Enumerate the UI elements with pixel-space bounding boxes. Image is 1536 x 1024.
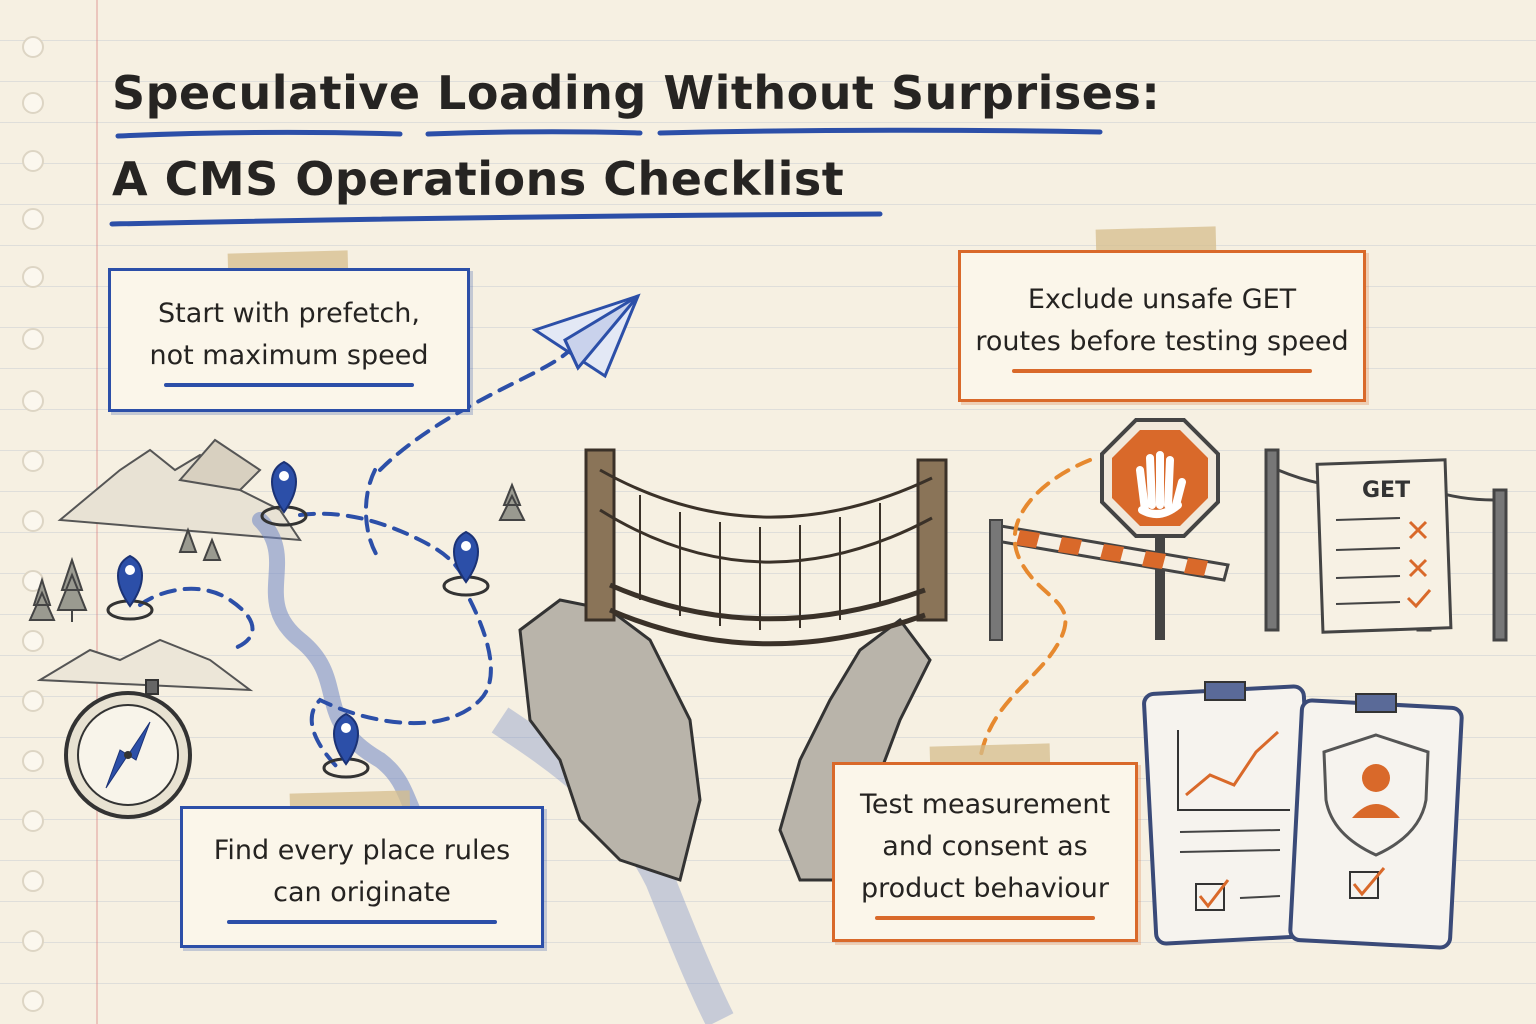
title-underline xyxy=(109,211,883,227)
title-line-1: Speculative Loading Without Surprises: xyxy=(112,66,1161,120)
binder-hole xyxy=(22,266,44,288)
binder-hole xyxy=(22,390,44,412)
note-underline xyxy=(875,916,1095,920)
map-pin-icon xyxy=(106,554,154,621)
paper-plane-icon xyxy=(531,293,641,379)
binder-hole xyxy=(22,208,44,230)
title-underline xyxy=(425,129,643,137)
dashed-route-orange xyxy=(978,458,1092,762)
map-pin-icon xyxy=(260,460,308,527)
map-pin-icon xyxy=(322,712,370,779)
note-line: can originate xyxy=(273,877,451,908)
title-line-2: A CMS Operations Checklist xyxy=(112,152,845,206)
binder-hole xyxy=(22,510,44,532)
note-find-every-place: Find every place rules can originate xyxy=(180,806,544,948)
title-underline xyxy=(657,127,1103,136)
binder-hole xyxy=(22,92,44,114)
binder-hole xyxy=(22,328,44,350)
binder-hole xyxy=(22,630,44,652)
binder-hole xyxy=(22,810,44,832)
note-line: and consent as xyxy=(882,831,1088,862)
note-line: Start with prefetch, xyxy=(158,298,420,329)
pine-trees xyxy=(28,482,526,622)
binder-hole xyxy=(22,150,44,172)
analytics-clipboard-icon xyxy=(1142,681,1318,946)
binder-hole xyxy=(22,990,44,1012)
binder-hole xyxy=(22,36,44,58)
title-underline xyxy=(115,129,403,139)
note-line: product behaviour xyxy=(860,873,1110,904)
get-sign-board xyxy=(1315,458,1453,634)
barrier-gate xyxy=(989,519,1230,641)
note-underline xyxy=(164,383,414,387)
note-line: Test measurement xyxy=(859,789,1111,820)
rope-bridge xyxy=(584,448,948,647)
binder-hole xyxy=(22,930,44,952)
map-pin-icon xyxy=(442,530,490,597)
note-line: Find every place rules xyxy=(213,835,511,866)
binder-hole xyxy=(22,870,44,892)
note-test-measurement: Test measurement and consent as product … xyxy=(832,762,1138,942)
river xyxy=(252,512,468,868)
binder-hole xyxy=(22,690,44,712)
note-line: routes before testing speed xyxy=(975,326,1349,357)
note-underline xyxy=(1012,369,1312,373)
dashed-route xyxy=(138,348,572,772)
mountains xyxy=(36,438,302,692)
stop-sign-icon xyxy=(1100,418,1220,640)
note-underline xyxy=(227,920,497,924)
compass-icon xyxy=(64,679,192,819)
get-sign-label: GET xyxy=(1362,478,1411,503)
note-line: not maximum speed xyxy=(149,340,429,371)
note-start-with-prefetch: Start with prefetch, not maximum speed xyxy=(108,268,470,412)
binder-hole xyxy=(22,750,44,772)
note-exclude-unsafe-get: Exclude unsafe GET routes before testing… xyxy=(958,250,1366,402)
consent-clipboard-icon xyxy=(1288,693,1464,950)
binder-hole xyxy=(22,450,44,472)
note-line: Exclude unsafe GET xyxy=(1027,284,1297,315)
